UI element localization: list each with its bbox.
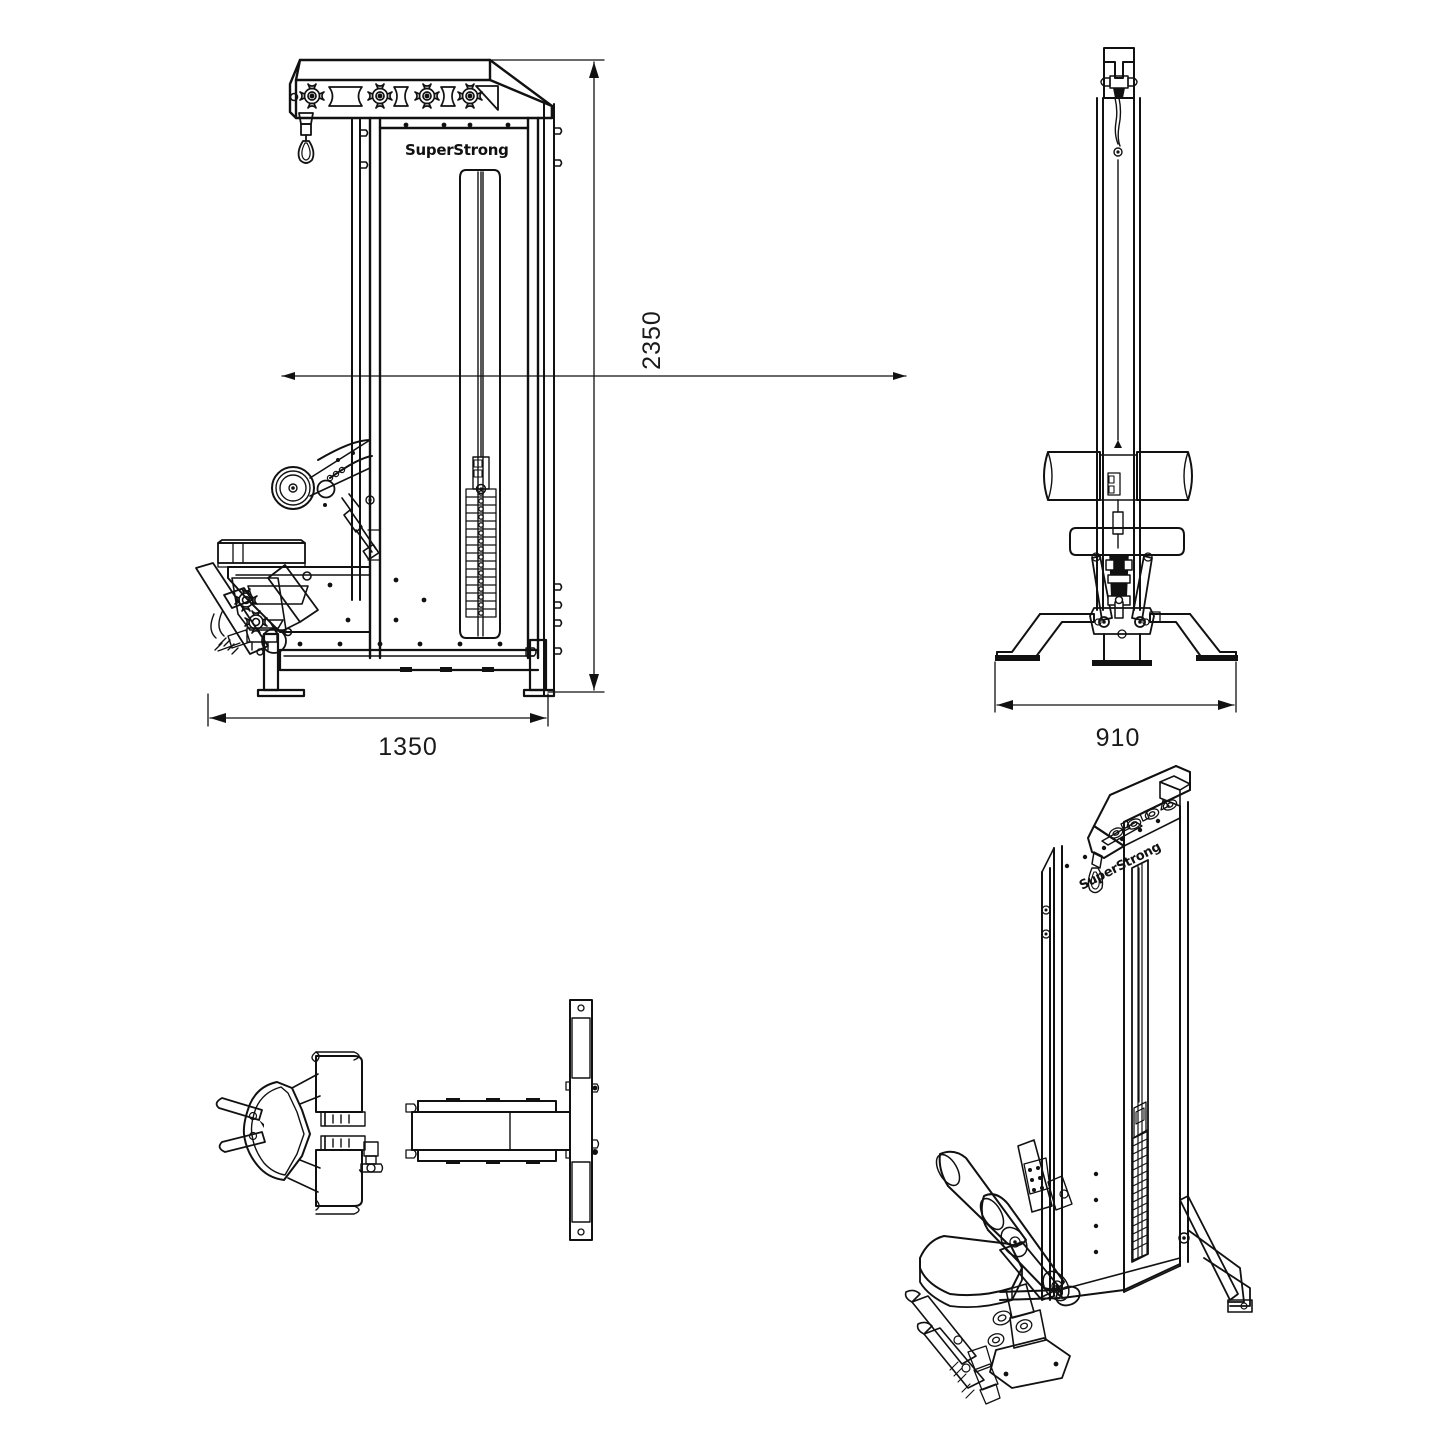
column-panel-dots xyxy=(327,577,427,623)
side-base-feet xyxy=(995,613,1238,666)
main-column-frame xyxy=(351,103,555,696)
side-seat-rail xyxy=(1069,527,1185,556)
plan-roller-pads xyxy=(311,1051,363,1215)
iso-roller-mount xyxy=(1017,1139,1073,1213)
column-top-cap xyxy=(1100,47,1138,99)
iso-top-canopy xyxy=(1087,765,1191,894)
plan-main-rail xyxy=(405,1098,571,1164)
side-lower-rod xyxy=(1112,499,1124,549)
dimension-height xyxy=(281,59,907,693)
plan-rear-bar xyxy=(565,999,600,1241)
side-support-arms xyxy=(1091,552,1153,621)
dimension-width-label: 1350 xyxy=(378,733,438,761)
front-elevation-view: SuperStrong xyxy=(195,58,563,698)
side-roller-pads xyxy=(1043,451,1193,501)
plan-roller-mount xyxy=(320,1111,366,1151)
brand-logo-front: SuperStrong xyxy=(405,141,509,159)
top-canopy-assembly xyxy=(288,58,554,120)
side-base-hub xyxy=(1089,607,1161,639)
plan-adjust-knob xyxy=(358,1141,384,1173)
seat-pad xyxy=(217,539,306,568)
dimension-width xyxy=(207,693,549,727)
frame-fastener-dots xyxy=(403,122,511,128)
side-upright-column xyxy=(1096,97,1141,611)
base-frame xyxy=(256,628,556,698)
iso-column xyxy=(1041,801,1189,1301)
iso-seat-assembly xyxy=(919,1235,1081,1389)
iso-base-frame xyxy=(999,1195,1253,1313)
weight-stack-plates xyxy=(465,456,497,618)
iso-roller-pads xyxy=(935,1150,1070,1302)
carabiner-hook xyxy=(297,112,315,164)
dimension-height-label: 2350 xyxy=(638,310,666,370)
iso-adjust-rosettes xyxy=(987,1310,1033,1347)
plan-seat xyxy=(242,1073,321,1193)
left-post-bushings xyxy=(359,129,369,169)
plan-handle-grips xyxy=(215,1097,266,1153)
dimension-depth-label: 910 xyxy=(1096,724,1141,752)
linkage-strut xyxy=(341,493,380,561)
right-post-bushings xyxy=(553,127,563,655)
plan-top-view xyxy=(215,999,600,1241)
dimension-depth xyxy=(994,661,1237,713)
side-linkage-hardware xyxy=(1105,555,1133,619)
side-elevation-view xyxy=(995,47,1238,666)
isometric-3d-view: SuperStrong xyxy=(904,765,1253,1405)
canopy-pulley-rosettes xyxy=(299,83,483,109)
side-cable-guide xyxy=(1113,97,1123,448)
iso-handle-grips xyxy=(904,1289,1001,1405)
cam-pulley-assembly xyxy=(271,439,375,510)
iso-weight-stack xyxy=(1131,859,1149,1263)
column-detail-lines xyxy=(367,529,381,561)
